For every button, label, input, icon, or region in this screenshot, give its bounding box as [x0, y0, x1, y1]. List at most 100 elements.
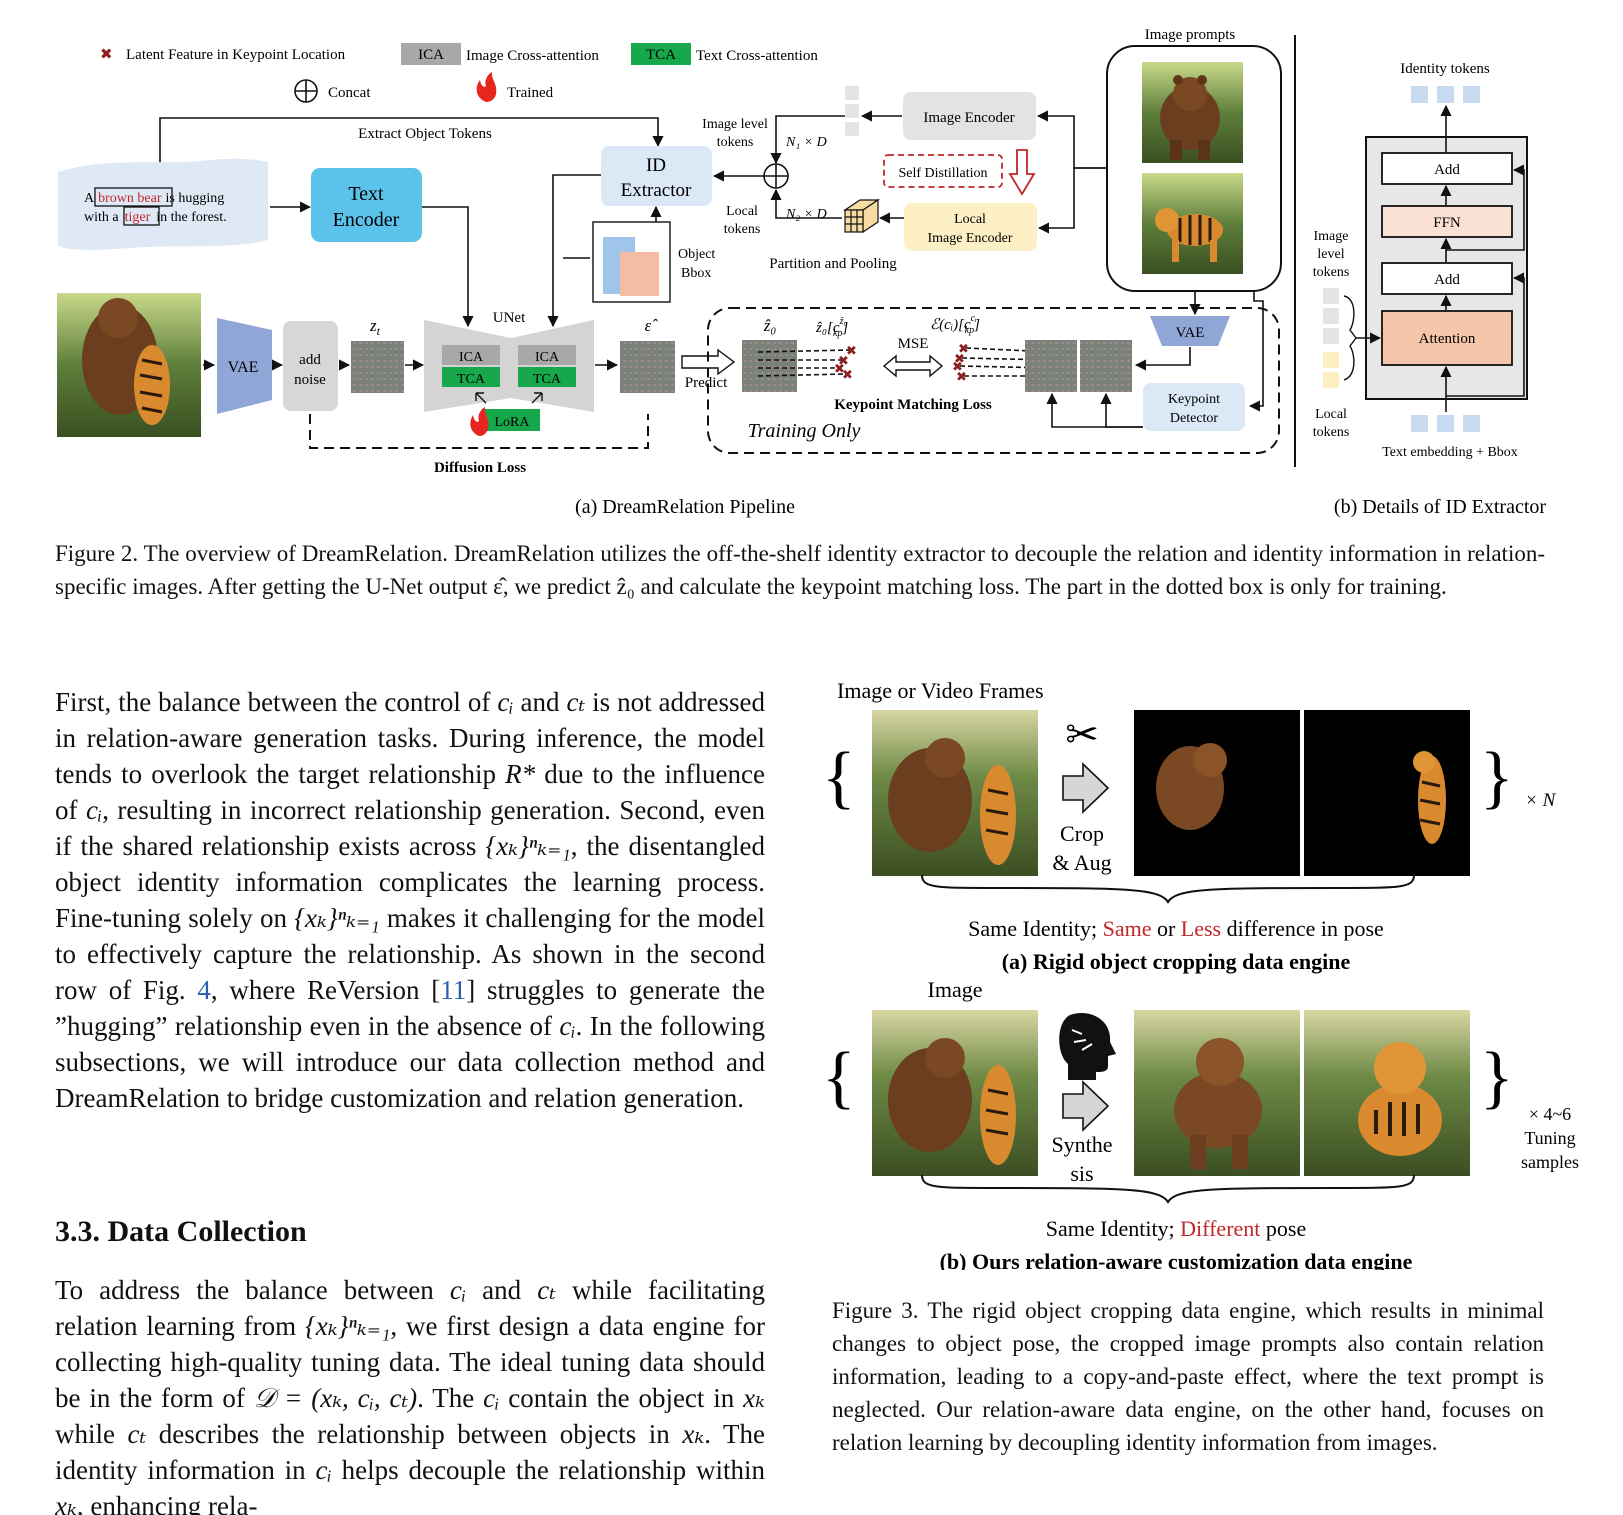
tca-right-label: TCA: [533, 372, 562, 387]
latent-feature-mark: ✖: [100, 47, 113, 63]
synthesis-arrow-icon: [1062, 1080, 1110, 1132]
text-prompt-box: [58, 158, 268, 250]
eps-hat-label: ε̂: [645, 316, 659, 335]
crop-arrow-icon: [1062, 762, 1110, 814]
source-image-a: [872, 710, 1038, 876]
synthesized-bear-image: [1134, 1010, 1300, 1176]
cropped-bear-image: [1134, 710, 1300, 876]
legend-tca-text: Text Cross-attention: [696, 48, 818, 64]
tiger-box: [123, 206, 160, 226]
text-embedding-token-row: [1411, 415, 1480, 432]
crop-aug-label-2: & Aug: [1052, 850, 1111, 875]
section-heading: 3.3. Data Collection: [55, 1215, 307, 1248]
right-brace-b: }: [1480, 1039, 1514, 1116]
ica-block-left: [442, 345, 500, 365]
unet-encoder-half: [424, 320, 511, 412]
vae-encoder-block-2: [1150, 316, 1230, 346]
encoded-latent-2: [1080, 340, 1132, 392]
fig4-link[interactable]: 4: [197, 975, 211, 1005]
head-brain-icon: [1059, 1013, 1116, 1080]
detail-local-label-1: Local: [1315, 407, 1347, 422]
vae-label-1: VAE: [228, 359, 259, 376]
partition-pooling-label: Partition and Pooling: [769, 256, 897, 272]
times-n-label: × N: [1525, 790, 1557, 811]
z0-hat-label: ẑ₀: [763, 316, 777, 335]
vae-encoder-block: [217, 318, 272, 414]
attention-label: Attention: [1419, 331, 1476, 347]
ica-right-label: ICA: [535, 350, 560, 365]
ffn-box: [1381, 205, 1513, 238]
legend-ica-text: Image Cross-attention: [466, 48, 599, 64]
local-image-encoder-label-1: Local: [954, 212, 986, 227]
legend-ica-tag: ICA: [418, 47, 444, 63]
svg-text:✖: ✖: [834, 361, 845, 376]
legend-ica-swatch: [401, 43, 461, 65]
image-level-label-1: Image: [1314, 229, 1349, 244]
concat-node: [763, 163, 789, 189]
svg-text:✖: ✖: [846, 343, 857, 358]
self-distillation-box: [883, 154, 1003, 188]
tca-block-right: [518, 367, 576, 387]
n1d-label: N₁ × D: [785, 135, 827, 150]
add-box-top: [1381, 152, 1513, 185]
input-image: [57, 293, 201, 437]
identity-token-row: [1411, 86, 1480, 103]
image-level-label-3: tokens: [1313, 265, 1350, 280]
source-image-b: [872, 1010, 1038, 1176]
svg-text:✖: ✖: [838, 353, 849, 368]
predict-arrow: [681, 348, 736, 376]
ref11-link[interactable]: 11: [440, 975, 467, 1005]
add-noise-label-1: add: [299, 352, 321, 368]
synthesized-tiger-image: [1304, 1010, 1470, 1176]
left-brace-a: {: [822, 739, 856, 816]
keypoint-marks-right: ✖✖✖✖: [952, 341, 969, 384]
local-image-encoder-box: [904, 203, 1037, 251]
text-encoder-label-2: Encoder: [333, 209, 400, 231]
zt-label: zt: [369, 316, 381, 338]
extract-object-tokens-label: Extract Object Tokens: [358, 126, 492, 142]
image-prompts-label: Image prompts: [1145, 27, 1236, 43]
svg-text:✖: ✖: [954, 351, 965, 366]
synthesis-label-1: Synthe: [1051, 1132, 1112, 1157]
partition-cube-icon: [843, 198, 880, 234]
ica-block-right: [518, 345, 576, 365]
training-only-box: [707, 307, 1280, 454]
id-extractor-box: [601, 146, 712, 206]
text-encoder-label-1: Text: [348, 183, 384, 205]
keypoint-detector-box: [1143, 383, 1245, 431]
text-embedding-bbox-label: Text embedding + Bbox: [1382, 445, 1518, 460]
underbrace-b: [921, 1174, 1415, 1205]
mse-label: MSE: [898, 336, 929, 352]
svg-text:✖: ✖: [958, 341, 969, 356]
attention-box: [1381, 310, 1513, 366]
image-encoder-label: Image Encoder: [923, 110, 1014, 126]
image-label: Image: [928, 977, 983, 1002]
paragraph-2: To address the balance between cᵢ and cₜ…: [55, 1275, 765, 1515]
predict-label: Predict: [685, 375, 728, 391]
add-box-bottom: [1381, 262, 1513, 295]
svg-text:✖: ✖: [952, 359, 963, 374]
samples-label: samples: [1521, 1152, 1579, 1172]
crop-aug-label-1: Crop: [1060, 821, 1104, 846]
mse-double-arrow: [882, 354, 944, 378]
left-brace-b: {: [822, 1039, 856, 1116]
detail-token-stack: [1323, 288, 1339, 388]
svg-text:✖: ✖: [842, 367, 853, 382]
bbox-orange: [620, 252, 659, 296]
same-identity-b: Same Identity; Different pose: [1046, 1216, 1306, 1241]
encoded-latent-1: [1025, 340, 1077, 392]
keypoint-match-lines-left: [757, 349, 851, 377]
zt-noise-latent: [351, 341, 404, 393]
image-or-video-frames-label: Image or Video Frames: [837, 678, 1044, 703]
n2d-label: N₂ × D: [785, 207, 827, 222]
add-noise-box: [283, 321, 338, 411]
paragraph-1: First, the balance between the control o…: [55, 687, 766, 1113]
figure-2-caption: Figure 2. The overview of DreamRelation.…: [55, 541, 1545, 599]
keypoint-marks-left: ✖✖✖✖: [834, 343, 857, 382]
add-label-top: Add: [1434, 162, 1460, 178]
title-a: (a) Rigid object cropping data engine: [1002, 949, 1351, 974]
identity-tokens-label: Identity tokens: [1400, 61, 1490, 77]
